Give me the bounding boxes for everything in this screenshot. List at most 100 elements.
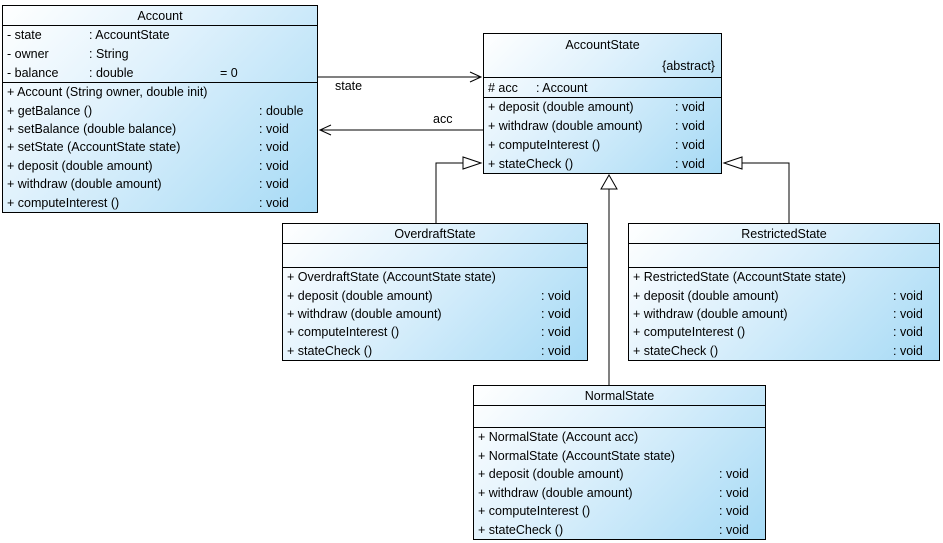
method-label: + setBalance (double balance)	[7, 122, 177, 137]
class-box-restrictedstate[interactable]: RestrictedState + RestrictedState (Accou…	[628, 223, 940, 361]
generalization-line[interactable]	[435, 162, 463, 223]
attribute-row: - state : AccountState	[3, 26, 317, 45]
class-title-account: Account	[3, 6, 317, 26]
method-label: + stateCheck ()	[488, 156, 574, 171]
methods-compartment: + deposit (double amount) : void + withdr…	[484, 98, 721, 173]
method-label: + withdraw (double amount)	[287, 307, 442, 322]
method-row: + computeInterest (): void	[474, 502, 765, 521]
method-row: + stateCheck () : void	[283, 342, 587, 360]
class-title-restrictedstate: RestrictedState	[629, 224, 939, 244]
method-label: + withdraw (double amount)	[7, 177, 162, 192]
method-return: : void	[259, 122, 289, 137]
abstract-stereotype: {abstract}	[662, 59, 715, 73]
method-return: : void	[893, 288, 923, 303]
method-label: + deposit (double amount)	[488, 100, 634, 115]
method-label: + withdraw (double amount)	[633, 307, 788, 322]
method-return: : double	[259, 103, 304, 118]
generalization-normalstate[interactable]	[600, 173, 618, 385]
method-return: : void	[259, 195, 289, 210]
method-label: + withdraw (double amount)	[478, 485, 633, 500]
hollow-triangle-icon	[462, 156, 483, 170]
method-row: + deposit (double amount) : void	[283, 286, 587, 304]
attributes-compartment-empty	[629, 244, 939, 268]
attribute-row: - balance: double= 0	[3, 63, 317, 82]
generalization-restrictedstate[interactable]	[722, 156, 790, 223]
method-row: + withdraw (double amount) : void	[283, 305, 587, 323]
attribute-name: - state	[7, 28, 42, 43]
class-box-account[interactable]: Account - state : AccountState - owner: S…	[2, 5, 318, 213]
method-label: + NormalState (AccountState state)	[478, 448, 675, 463]
attribute-type: : double	[89, 65, 134, 80]
attribute-type: : Account	[536, 80, 588, 95]
method-row: + RestrictedState (AccountState state)	[629, 268, 939, 286]
method-label: + deposit (double amount)	[633, 288, 779, 303]
method-row: + NormalState (Account acc)	[474, 428, 765, 447]
attribute-name: - balance	[7, 65, 59, 80]
attribute-row: - owner: String	[3, 45, 317, 64]
method-return: : void	[541, 325, 571, 340]
method-label: + deposit (double amount)	[7, 158, 153, 173]
open-arrowhead-icon	[318, 124, 332, 136]
method-return: : void	[675, 156, 705, 171]
method-return: : void	[259, 177, 289, 192]
method-row: + withdraw (double amount): void	[484, 117, 721, 136]
method-label: + computeInterest ()	[478, 504, 591, 519]
attribute-name: # acc	[488, 80, 518, 95]
generalization-line[interactable]	[742, 162, 790, 223]
method-row: + setState (AccountState state): void	[3, 138, 317, 156]
method-return: : void	[719, 485, 749, 500]
method-return: : void	[541, 343, 571, 358]
method-label: + deposit (double amount)	[287, 288, 433, 303]
method-return: : void	[675, 100, 705, 115]
attributes-compartment: # acc : Account	[484, 78, 721, 98]
attributes-compartment: - state : AccountState - owner: String - …	[3, 26, 317, 83]
method-row: + NormalState (AccountState state)	[474, 447, 765, 466]
method-return: : void	[893, 307, 923, 322]
attribute-type: : AccountState	[89, 28, 170, 43]
method-row: + stateCheck (): void	[629, 342, 939, 360]
method-label: + stateCheck ()	[287, 343, 373, 358]
method-row: + computeInterest (): void	[629, 323, 939, 341]
attribute-name: - owner	[7, 47, 49, 61]
method-label: + getBalance ()	[7, 103, 93, 118]
method-label: + RestrictedState (AccountState state)	[633, 270, 846, 285]
hollow-triangle-icon	[722, 156, 743, 170]
method-label: + Account (String owner, double init)	[7, 85, 208, 100]
method-label: + stateCheck ()	[478, 522, 564, 537]
method-return: : void	[893, 325, 923, 340]
association-label-state[interactable]: state	[335, 79, 363, 93]
class-title-normalstate: NormalState	[474, 386, 765, 406]
attributes-compartment-empty	[283, 244, 587, 268]
open-arrowhead-icon	[469, 71, 483, 83]
method-row: + deposit (double amount): void	[474, 465, 765, 484]
method-label: + computeInterest ()	[7, 195, 120, 210]
class-box-overdraftstate[interactable]: OverdraftState + OverdraftState (Account…	[282, 223, 588, 361]
method-label: + stateCheck ()	[633, 343, 719, 358]
method-row: + computeInterest () : void	[283, 323, 587, 341]
method-row: + withdraw (double amount) : void	[629, 305, 939, 323]
method-row: + setBalance (double balance) : void	[3, 120, 317, 138]
method-label: + OverdraftState (AccountState state)	[287, 270, 496, 285]
method-row: + OverdraftState (AccountState state)	[283, 268, 587, 286]
method-row: + withdraw (double amount) : void	[3, 175, 317, 193]
association-label-acc[interactable]: acc	[433, 112, 453, 126]
method-return: : void	[541, 307, 571, 322]
method-row: + stateCheck () : void	[474, 521, 765, 540]
methods-compartment: + NormalState (Account acc) + NormalStat…	[474, 428, 765, 539]
method-row: + deposit (double amount) : void	[629, 286, 939, 304]
method-row: + computeInterest (): void	[484, 136, 721, 155]
method-row: + getBalance () : double	[3, 101, 317, 119]
method-return: : void	[541, 288, 571, 303]
method-return: : void	[259, 140, 289, 155]
class-box-normalstate[interactable]: NormalState + NormalState (Account acc) …	[473, 385, 766, 540]
method-label: + computeInterest ()	[287, 325, 400, 340]
method-row: + computeInterest () : void	[3, 194, 317, 212]
method-row: + stateCheck () : void	[484, 154, 721, 173]
class-box-accountstate[interactable]: AccountState {abstract} # acc: Account +…	[483, 33, 722, 174]
generalization-overdraftstate[interactable]	[435, 156, 483, 223]
class-title-overdraftstate: OverdraftState	[283, 224, 587, 244]
method-label: + computeInterest ()	[488, 137, 601, 152]
method-return: : void	[719, 522, 749, 537]
association-acc[interactable]	[318, 124, 483, 136]
